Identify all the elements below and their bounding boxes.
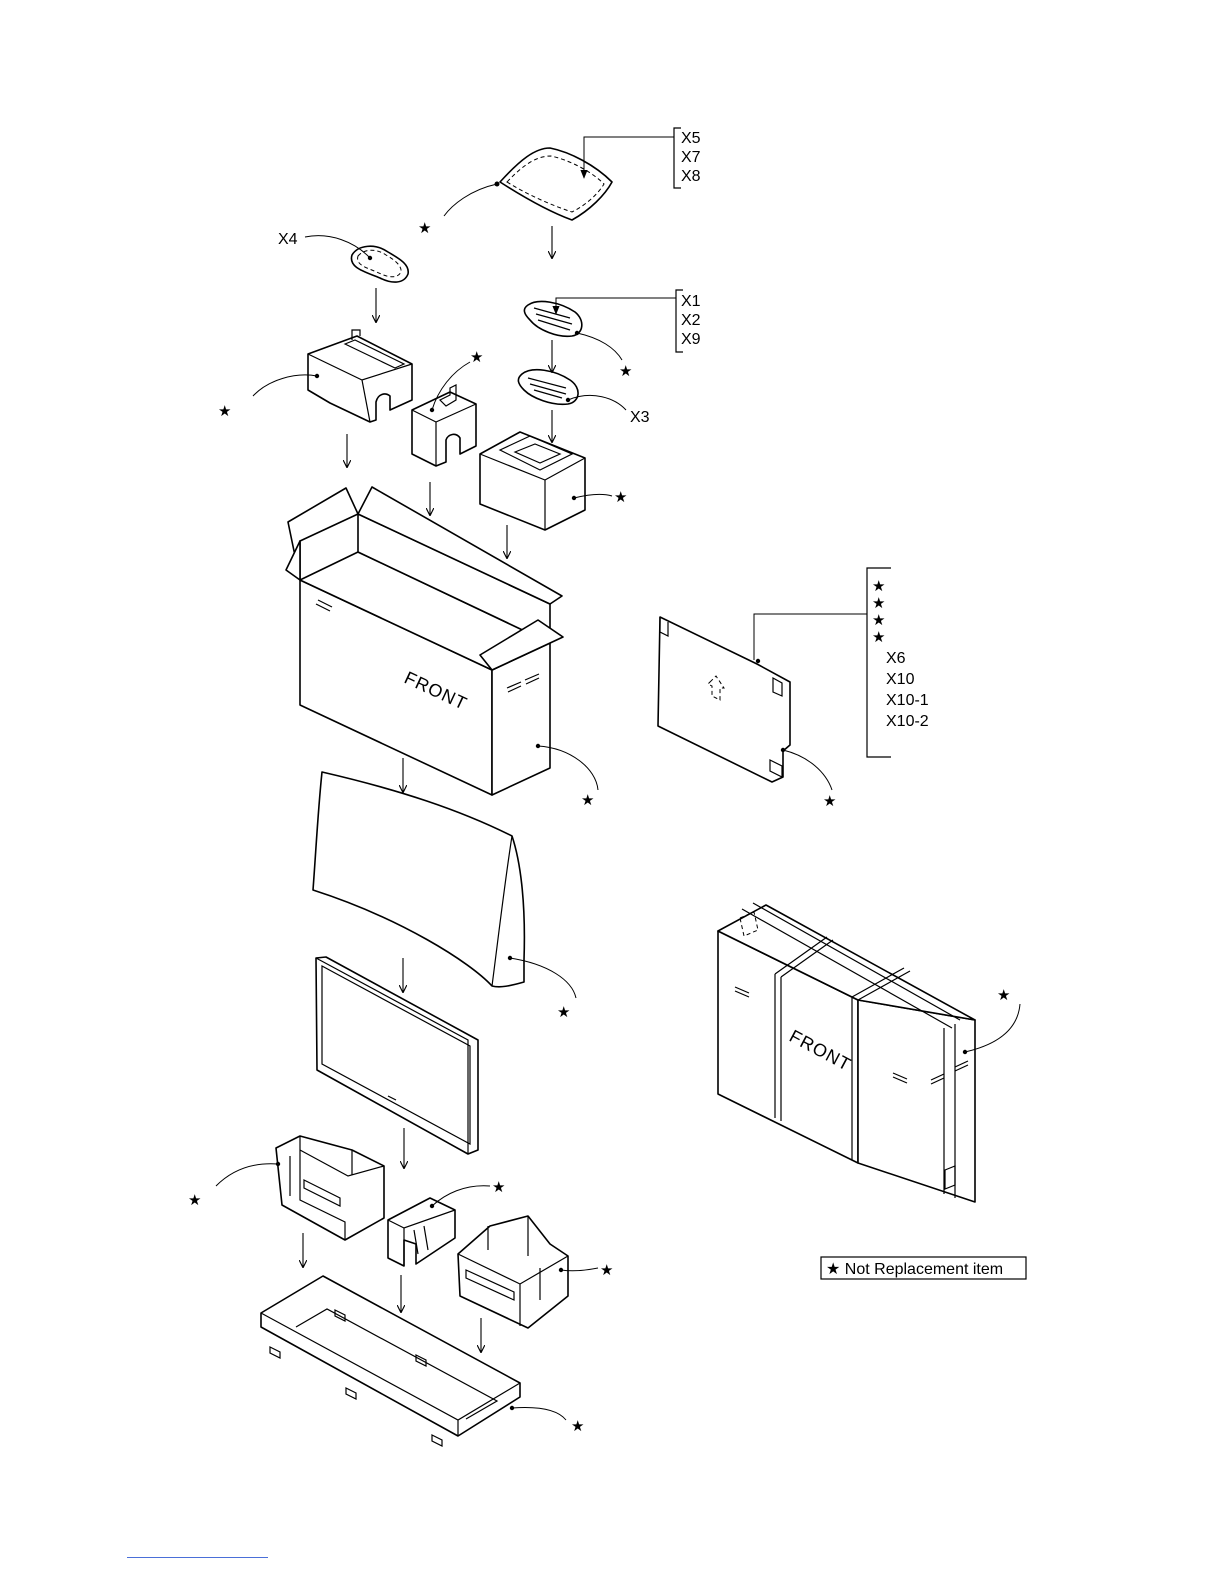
- star-icon: ★: [600, 1262, 613, 1279]
- label-x10-1: X10-1: [886, 692, 929, 709]
- label-x9: X9: [681, 331, 701, 348]
- label-x2: X2: [681, 312, 701, 329]
- packed-carton: FRONT: [718, 903, 1020, 1202]
- star-icon: ★: [188, 1192, 201, 1209]
- star-icon: ★: [614, 489, 627, 506]
- top-cushion-middle: [412, 362, 476, 466]
- star-icon: ★: [872, 595, 885, 612]
- label-x8: X8: [681, 168, 701, 185]
- legend-text: ★ Not Replacement item: [826, 1261, 1003, 1278]
- small-bag-x4: [305, 236, 408, 282]
- star-icon: ★: [872, 612, 885, 629]
- star-icon: ★: [872, 629, 885, 646]
- accessory-bag: [444, 148, 612, 220]
- star-icon: ★: [997, 987, 1010, 1004]
- star-icon: ★: [571, 1418, 584, 1435]
- label-x6: X6: [886, 650, 906, 667]
- label-x10-2: X10-2: [886, 713, 929, 730]
- label-x3: X3: [630, 409, 650, 426]
- tv-panel: [316, 957, 478, 1154]
- star-icon: ★: [218, 403, 231, 420]
- protective-sheet-card: [658, 617, 832, 790]
- star-icon: ★: [418, 220, 431, 237]
- star-icon: ★: [581, 792, 594, 809]
- footer-link-underline[interactable]: [127, 1557, 268, 1558]
- label-x4: X4: [278, 231, 298, 248]
- star-icon: ★: [619, 363, 632, 380]
- star-icon: ★: [823, 793, 836, 810]
- star-icon: ★: [557, 1004, 570, 1021]
- top-cushion-right: [480, 432, 612, 530]
- label-x1: X1: [681, 293, 701, 310]
- bottom-cushion-left: [216, 1136, 384, 1240]
- star-icon: ★: [492, 1179, 505, 1196]
- legend-not-replacement: ★ Not Replacement item: [821, 1257, 1026, 1279]
- poly-bag: [313, 772, 576, 998]
- label-x7: X7: [681, 149, 701, 166]
- remote-bag-x1: [524, 301, 622, 360]
- label-x10: X10: [886, 671, 915, 688]
- top-cushion-left: [253, 330, 412, 422]
- star-icon: ★: [872, 578, 885, 595]
- open-carton: FRONT: [286, 487, 598, 795]
- bottom-cushion-right: [458, 1216, 598, 1328]
- remote-x3: [518, 370, 626, 410]
- label-x5: X5: [681, 130, 701, 147]
- star-icon: ★: [470, 349, 483, 366]
